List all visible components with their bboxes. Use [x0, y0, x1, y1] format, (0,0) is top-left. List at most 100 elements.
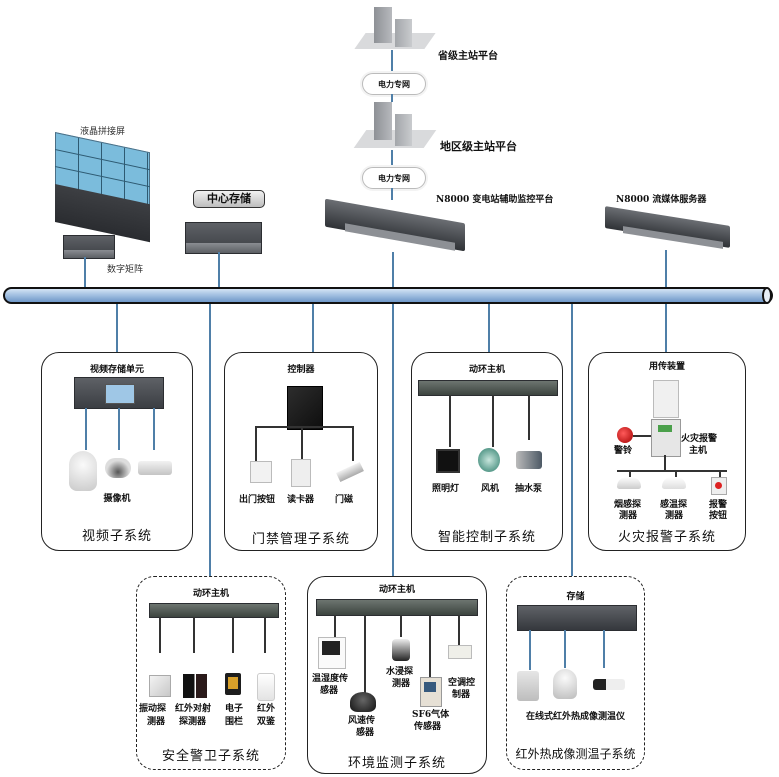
- link-line: [85, 408, 87, 450]
- dual-tech-detector-icon: [257, 673, 275, 701]
- item-label: 传感器: [414, 722, 442, 732]
- item-label: 红外对射: [175, 704, 212, 714]
- item-label: 测器: [147, 717, 166, 727]
- item-label: 测器: [619, 511, 638, 521]
- alarm-bell-icon: [617, 427, 633, 443]
- lcd-wall-icon: [55, 132, 150, 244]
- device-label: 控制器: [287, 365, 315, 375]
- item-label: 双鉴: [257, 717, 276, 727]
- subsystem-thermal-imaging: 存储 在线式红外热成像测温仪 红外热成像测温子系统: [506, 576, 645, 770]
- item-label: 感器: [320, 686, 339, 696]
- item-label: 感器: [356, 728, 375, 738]
- connector-line: [264, 617, 266, 653]
- fan-icon: [478, 448, 500, 472]
- floodlight-icon: [436, 449, 460, 473]
- connector-line: [719, 470, 721, 478]
- smoke-detector-icon: [617, 477, 641, 489]
- central-storage-icon: [185, 222, 262, 254]
- controller-icon: [287, 386, 323, 430]
- fire-alarm-host-icon: [651, 419, 681, 457]
- connector-line: [629, 470, 631, 478]
- connector-line: [429, 615, 431, 677]
- item-label: 门磁: [335, 495, 354, 505]
- alarm-button-icon: [711, 477, 727, 495]
- subsystem-access-control: 控制器 出门按钮 读卡器 门磁 门禁管理子系统: [224, 352, 378, 551]
- subsystem-title: 火灾报警子系统: [617, 530, 716, 545]
- subsystem-security: 动环主机 振动探 测器 红外对射 探测器 电子 围栏 红外 双鉴 安全警卫子系统: [136, 576, 286, 770]
- connector-line: [458, 615, 460, 645]
- item-label: 按钮: [709, 511, 728, 521]
- link-line: [392, 304, 394, 576]
- subsystem-smart-control: 动环主机 照明灯 风机 抽水泵 智能控制子系统: [411, 352, 563, 551]
- item-label: 在线式红外热成像测温仪: [525, 712, 625, 722]
- item-label: 制器: [452, 690, 471, 700]
- link-line: [118, 408, 120, 450]
- device-label: 动环主机: [468, 365, 505, 375]
- monitor-platform-label: N8000 变电站辅助监控平台: [436, 195, 554, 205]
- vibration-detector-icon: [149, 675, 171, 697]
- subsystem-fire-alarm: 用传装置 警铃 火灾报警 主机 烟感探 测器 感温探 测器 报警 按钮 火灾报警…: [588, 352, 746, 551]
- connector-line: [492, 395, 494, 447]
- subsystem-title: 智能控制子系统: [437, 530, 536, 545]
- connector-line: [364, 615, 366, 693]
- power-network-cloud-2: 电力专网: [362, 167, 426, 189]
- item-label: 照明灯: [432, 484, 460, 494]
- connector-line: [301, 426, 303, 461]
- device-label: 视频存储单元: [89, 365, 144, 375]
- ac-controller-icon: [448, 645, 472, 659]
- digital-matrix-label: 数字矩阵: [107, 265, 144, 275]
- connector-line: [633, 435, 651, 437]
- heat-detector-icon: [662, 477, 686, 489]
- device-label: 动环主机: [378, 585, 415, 595]
- speed-dome-camera-icon: [69, 451, 97, 491]
- item-label: 探测器: [179, 717, 207, 727]
- thermal-bullet-camera-icon: [593, 679, 625, 690]
- connector-line: [334, 615, 336, 637]
- item-label: 围栏: [225, 717, 244, 727]
- connector-line: [664, 455, 666, 470]
- network-bus: [3, 287, 773, 304]
- link-line: [488, 304, 490, 352]
- link-line: [391, 150, 393, 167]
- link-line: [665, 250, 667, 287]
- connector-line: [232, 617, 234, 653]
- connector-line: [159, 617, 161, 653]
- item-label: 测器: [392, 679, 411, 689]
- media-server-label: N8000 流媒体服务器: [616, 195, 707, 205]
- item-label: 风速传: [348, 716, 376, 726]
- item-label: 读卡器: [287, 495, 315, 505]
- provincial-platform-icon: [354, 5, 436, 50]
- link-line: [116, 304, 118, 352]
- device-label: 存储: [566, 592, 585, 602]
- item-label: 烟感探: [614, 500, 642, 510]
- wind-speed-sensor-icon: [350, 692, 376, 712]
- item-label: SF6气体: [412, 710, 450, 720]
- item-label: 摄像机: [103, 494, 131, 504]
- connector-line: [617, 470, 727, 472]
- beam-detector-icon: [183, 674, 207, 698]
- media-server-icon: [605, 206, 730, 250]
- link-line: [391, 94, 393, 102]
- connector-line: [449, 395, 451, 447]
- transmission-device-icon: [653, 380, 679, 418]
- subsystem-title: 安全警卫子系统: [161, 749, 260, 764]
- regional-platform-label: 地区级主站平台: [440, 140, 517, 153]
- subsystem-video: 视频存储单元 摄像机 视频子系统: [41, 352, 193, 551]
- power-network-cloud-1: 电力专网: [362, 73, 426, 95]
- env-host-icon: [418, 380, 558, 396]
- link-line: [84, 257, 86, 287]
- item-label: 水浸探: [386, 667, 414, 677]
- item-label: 振动探: [139, 704, 167, 714]
- item-label: 空调控: [448, 678, 476, 688]
- storage-icon: [517, 605, 637, 631]
- link-line: [392, 252, 394, 287]
- connector-line: [255, 426, 257, 461]
- link-line: [153, 408, 155, 450]
- bullet-camera-icon: [138, 461, 172, 475]
- link-line: [312, 304, 314, 352]
- bell-label: 警铃: [614, 446, 633, 456]
- link-line: [529, 630, 531, 670]
- env-host-icon: [316, 599, 478, 616]
- subsystem-title: 环境监测子系统: [347, 756, 446, 771]
- link-line: [564, 630, 566, 668]
